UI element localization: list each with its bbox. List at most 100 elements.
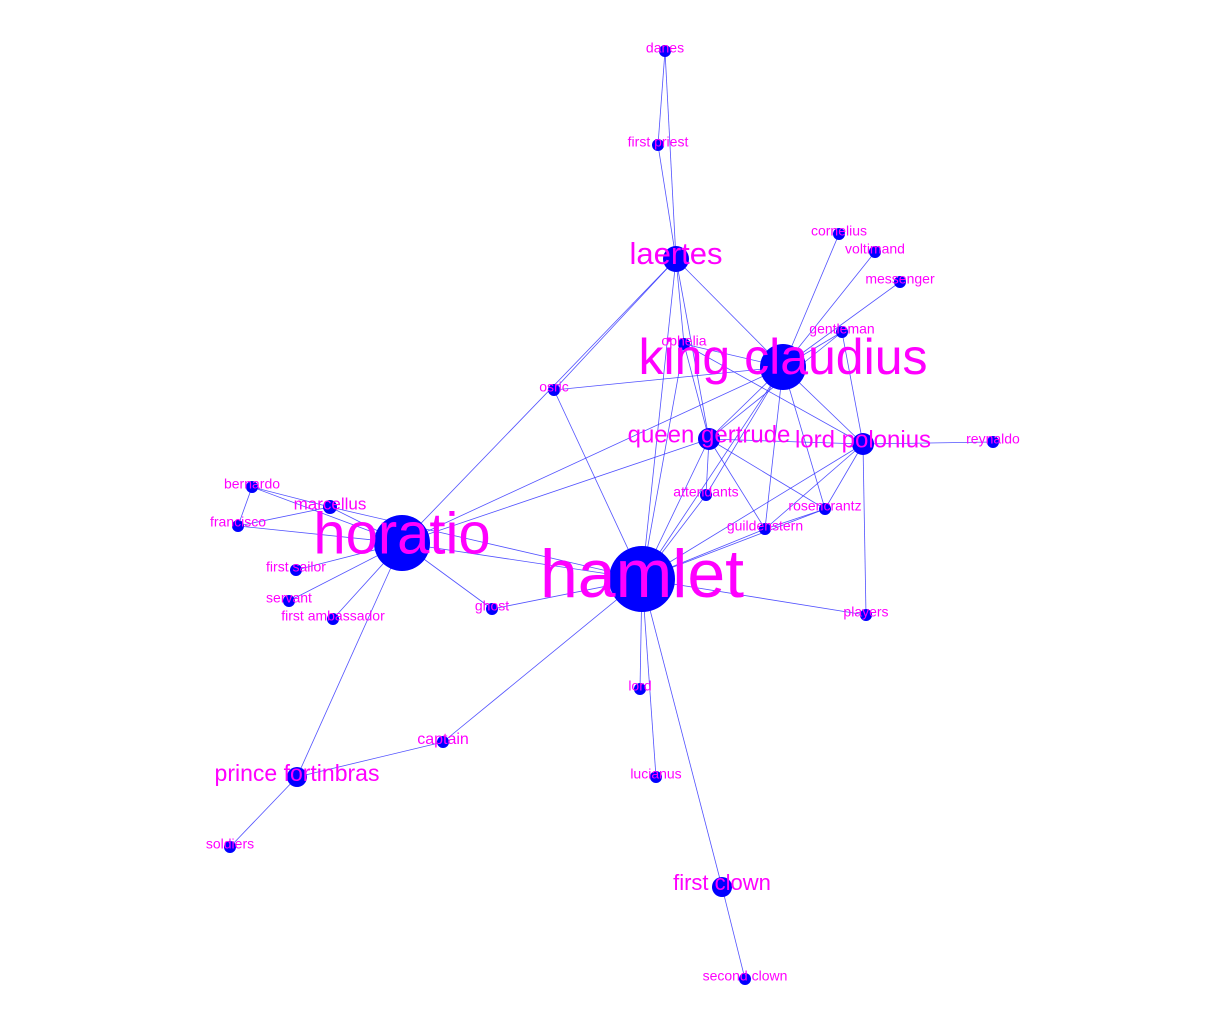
edge-lord-polonius-gentleman — [841, 331, 864, 445]
node-label-queen-gertrude: queen gertrude — [628, 421, 791, 448]
node-label-voltimand: voltimand — [845, 241, 905, 257]
edge-hamlet-osric — [553, 389, 643, 580]
node-label-second-clown: second clown — [703, 968, 788, 984]
node-lord-polonius[interactable] — [852, 433, 874, 455]
node-servant[interactable] — [283, 595, 295, 607]
edge-hamlet-marcellus — [329, 506, 643, 580]
edge-horatio-prince-fortinbras — [296, 542, 403, 778]
node-label-king-claudius: king claudius — [638, 329, 927, 385]
node-label-reynaldo: reynaldo — [966, 431, 1020, 447]
node-prince-fortinbras[interactable] — [287, 767, 307, 787]
node-label-ophelia: ophelia — [661, 333, 706, 349]
edge-lord-polonius-rosencrantz — [824, 443, 864, 510]
node-label-francisco: francisco — [210, 514, 266, 530]
node-ghost[interactable] — [486, 603, 498, 615]
node-king-claudius[interactable] — [760, 344, 806, 390]
edge-laertes-danes — [664, 50, 677, 260]
node-label-rosencrantz: rosencrantz — [788, 498, 861, 514]
edge-horatio-laertes — [401, 258, 677, 544]
node-players[interactable] — [860, 609, 872, 621]
node-gentleman[interactable] — [836, 326, 848, 338]
edge-laertes-ophelia — [675, 258, 685, 345]
node-rosencrantz[interactable] — [819, 503, 831, 515]
edge-hamlet-laertes — [641, 258, 677, 580]
edge-king-claudius-rosencrantz — [782, 366, 826, 510]
edge-hamlet-captain — [442, 578, 643, 743]
edge-hamlet-king-claudius — [641, 366, 784, 580]
edge-king-claudius-attendants — [705, 366, 784, 496]
node-label-guildenstern: guildenstern — [727, 518, 803, 534]
node-soldiers[interactable] — [224, 841, 236, 853]
edge-lord-polonius-players — [862, 443, 867, 616]
node-layer — [224, 45, 999, 985]
node-label-horatio: horatio — [313, 501, 490, 566]
edge-marcellus-bernardo — [251, 486, 331, 508]
node-first-clown[interactable] — [712, 877, 732, 897]
node-laertes[interactable] — [663, 246, 689, 272]
node-voltimand[interactable] — [869, 246, 881, 258]
node-label-cornelius: cornelius — [811, 223, 867, 239]
edge-queen-gertrude-guildenstern — [708, 438, 766, 530]
node-label-marcellus: marcellus — [294, 494, 367, 513]
node-label-hamlet: hamlet — [540, 536, 744, 612]
edge-hamlet-lord-polonius — [641, 443, 864, 580]
node-label-prince-fortinbras: prince fortinbras — [215, 760, 380, 786]
node-label-lucianus: lucianus — [630, 766, 681, 782]
edge-layer — [229, 50, 994, 980]
node-label-attendants: attendants — [673, 484, 738, 500]
edge-king-claudius-cornelius — [782, 233, 840, 368]
node-label-first-clown: first clown — [673, 870, 771, 895]
node-francisco[interactable] — [232, 520, 244, 532]
edge-horatio-queen-gertrude — [401, 438, 710, 544]
node-label-players: players — [843, 604, 888, 620]
node-guildenstern[interactable] — [759, 523, 771, 535]
edge-first-priest-danes — [657, 50, 666, 146]
node-label-first-sailor: first sailor — [266, 559, 326, 575]
edge-hamlet-lucianus — [641, 578, 657, 778]
node-hamlet[interactable] — [609, 546, 675, 612]
node-horatio[interactable] — [374, 515, 430, 571]
node-osric[interactable] — [548, 384, 560, 396]
node-label-lord: lord — [628, 678, 651, 694]
edge-king-claudius-guildenstern — [764, 366, 784, 530]
node-label-gentleman: gentleman — [809, 321, 874, 337]
node-reynaldo[interactable] — [987, 436, 999, 448]
node-second-clown[interactable] — [739, 973, 751, 985]
node-captain[interactable] — [437, 736, 449, 748]
node-label-first-ambassador: first ambassador — [281, 608, 385, 624]
edge-queen-gertrude-lord-polonius — [708, 438, 864, 445]
node-first-priest[interactable] — [652, 139, 664, 151]
node-marcellus[interactable] — [323, 500, 337, 514]
node-ophelia[interactable] — [678, 338, 690, 350]
edge-hamlet-ophelia — [641, 343, 685, 580]
edge-prince-fortinbras-captain — [296, 741, 444, 778]
node-label-servant: servant — [266, 590, 312, 606]
node-danes[interactable] — [659, 45, 671, 57]
node-attendants[interactable] — [700, 489, 712, 501]
edge-lord-polonius-ophelia — [683, 343, 864, 445]
edge-laertes-osric — [553, 258, 677, 391]
node-label-lord-polonius: lord polonius — [795, 426, 931, 453]
edge-rosencrantz-guildenstern — [764, 508, 826, 530]
node-bernardo[interactable] — [246, 481, 258, 493]
node-queen-gertrude[interactable] — [698, 428, 720, 450]
edge-laertes-first-priest — [657, 144, 677, 260]
edge-horatio-king-claudius — [401, 366, 784, 544]
node-cornelius[interactable] — [833, 228, 845, 240]
node-first-sailor[interactable] — [290, 564, 302, 576]
node-label-bernardo: bernardo — [224, 476, 280, 492]
node-lord[interactable] — [634, 683, 646, 695]
node-label-danes: danes — [646, 40, 684, 56]
node-messenger[interactable] — [894, 276, 906, 288]
edge-marcellus-francisco — [237, 506, 331, 527]
edge-king-claudius-voltimand — [782, 251, 876, 368]
node-label-osric: osric — [539, 379, 569, 395]
edge-queen-gertrude-rosencrantz — [708, 438, 826, 510]
node-first-ambassador[interactable] — [327, 613, 339, 625]
node-label-ghost: ghost — [475, 598, 509, 614]
node-lucianus[interactable] — [650, 771, 662, 783]
edge-prince-fortinbras-soldiers — [229, 776, 298, 848]
